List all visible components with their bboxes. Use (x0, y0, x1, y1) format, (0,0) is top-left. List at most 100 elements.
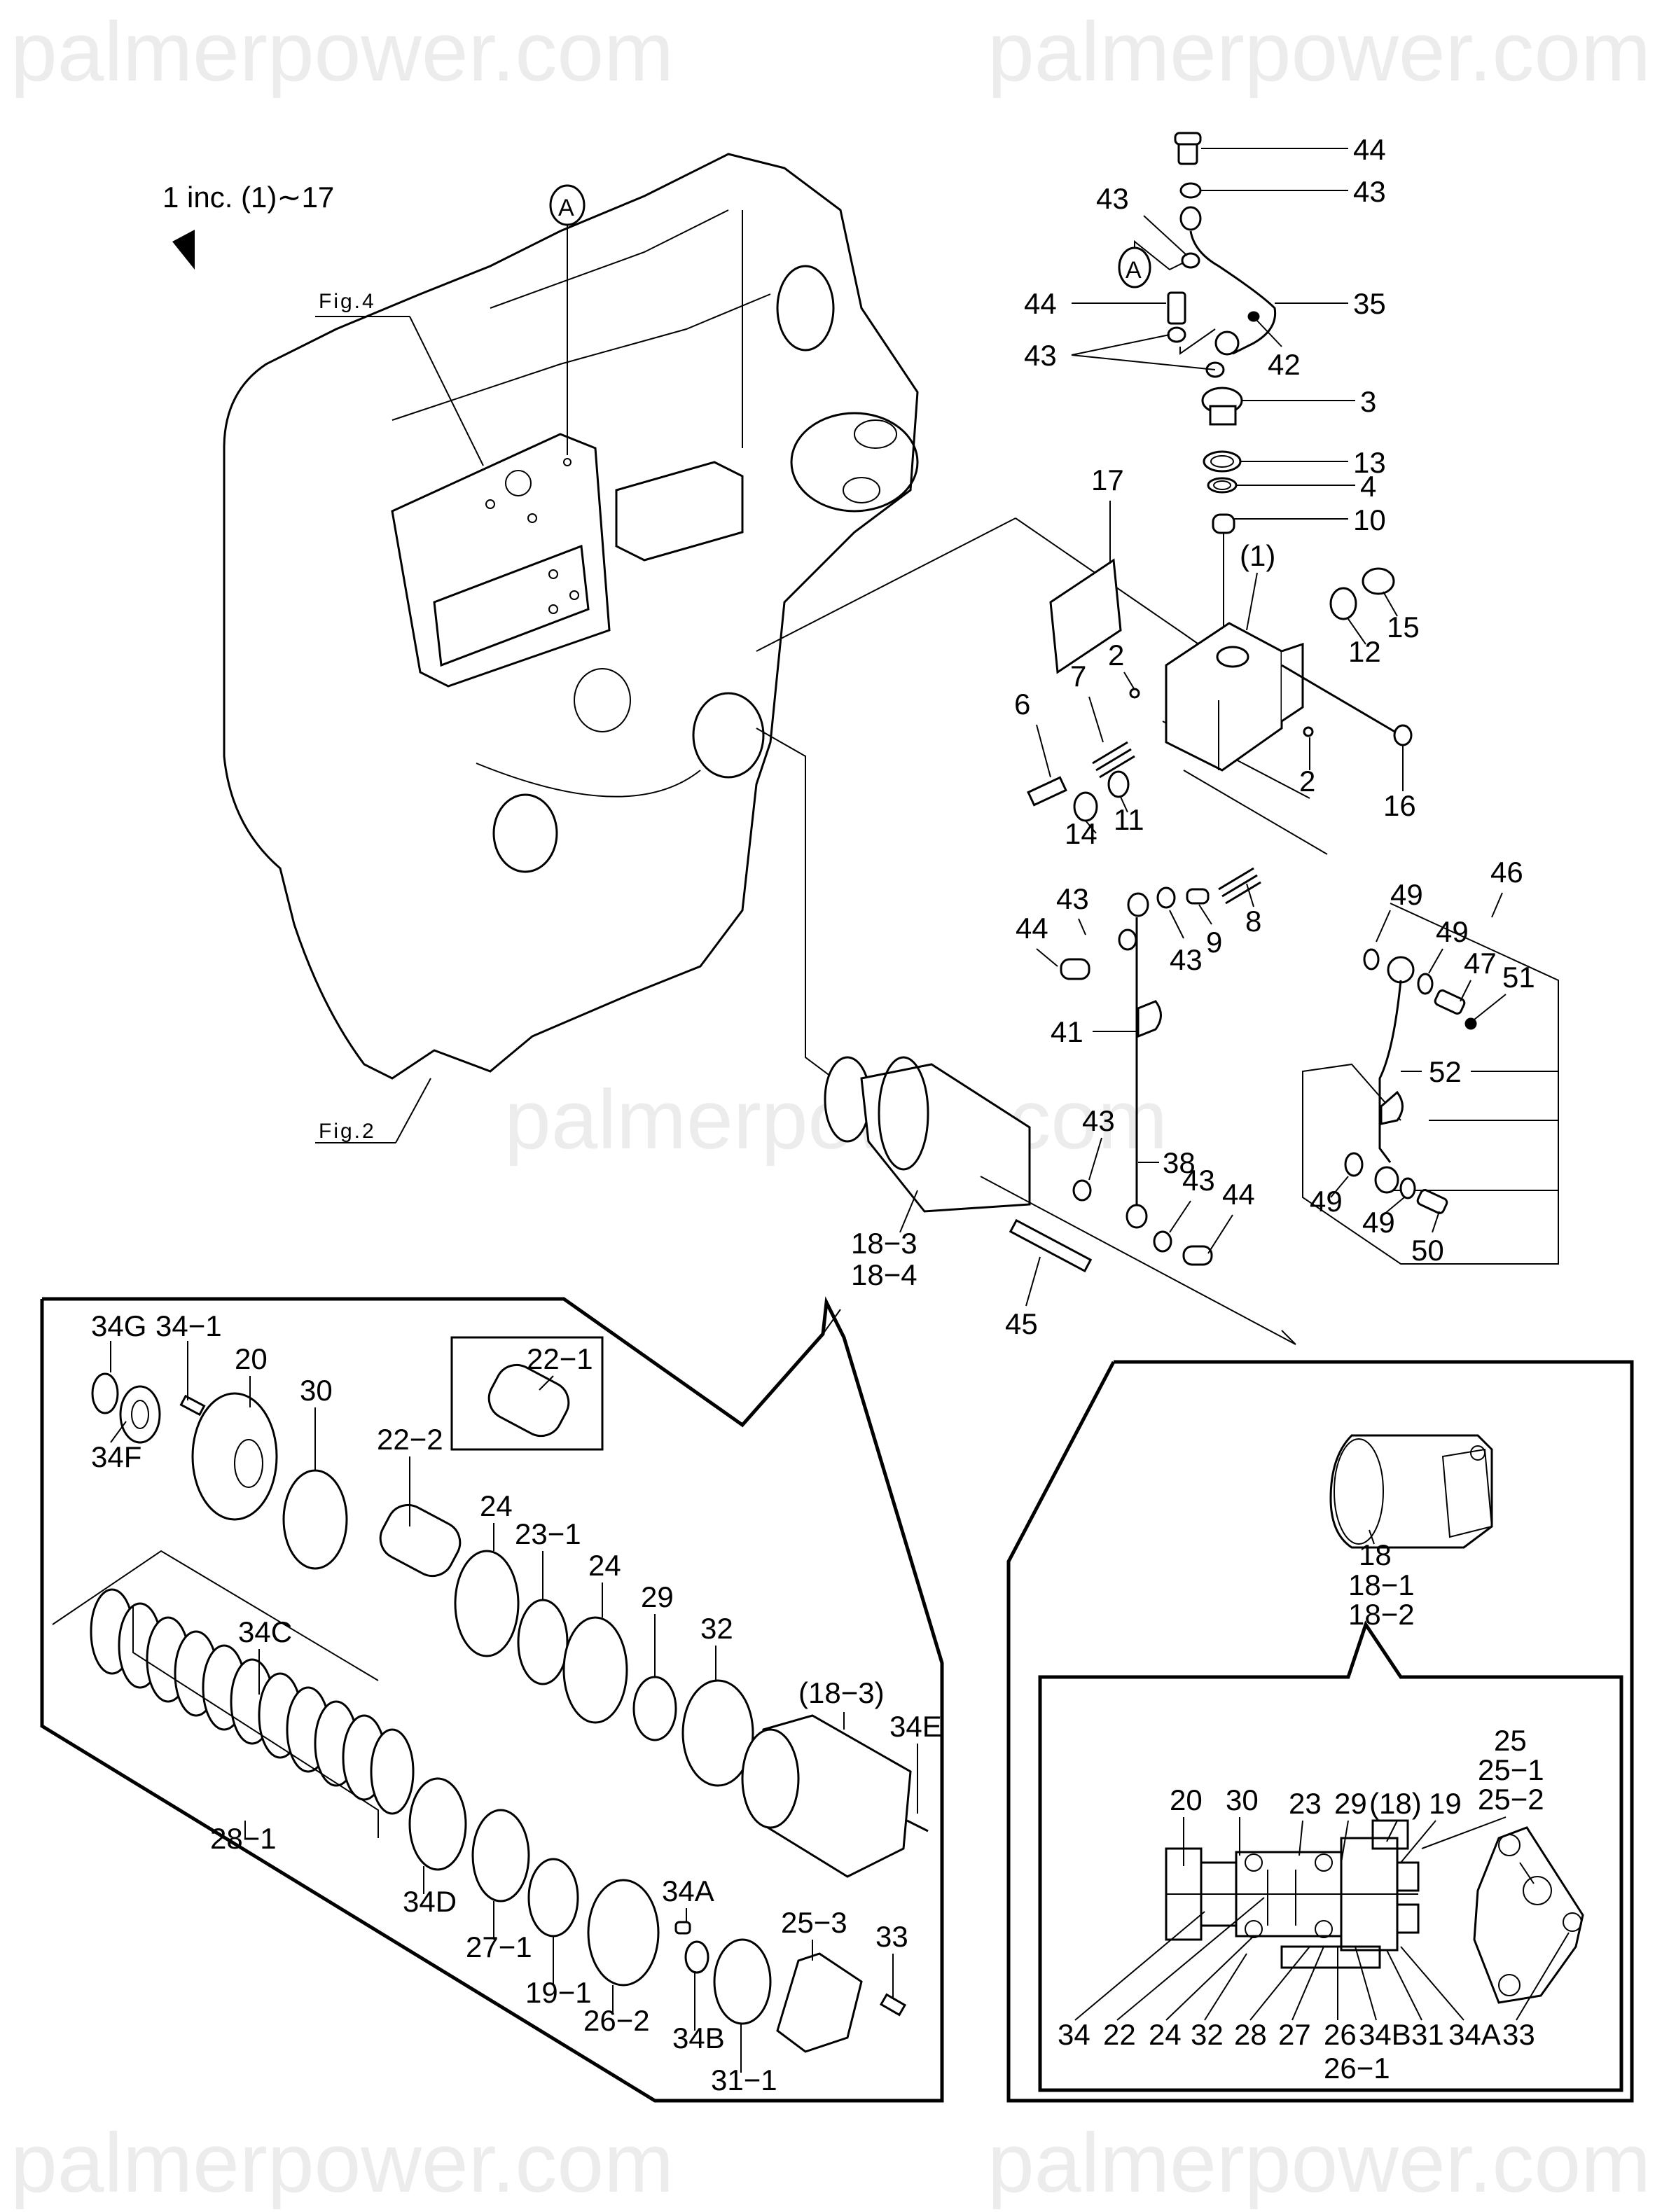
valve-block-assembly: A (1027, 132, 1413, 822)
part-shape (1129, 688, 1140, 699)
leader-line (1198, 904, 1212, 925)
leader-line (1386, 1949, 1422, 2021)
leader-line (906, 1819, 929, 1832)
part-shape (1167, 326, 1186, 343)
callout-22-2: 22−2 (377, 1423, 443, 1456)
leader-line (1291, 1946, 1324, 2021)
callout-1: (1) (1240, 539, 1275, 572)
watermark-bottom-right: palmerpower.com (988, 2116, 1651, 2210)
callout-33: 33 (1502, 2018, 1535, 2051)
leader-line (539, 1375, 554, 1391)
part-shape (843, 477, 880, 503)
leader-line (1078, 918, 1086, 935)
part-shape (1329, 1434, 1493, 1549)
part-shape (392, 293, 771, 421)
part-shape (1179, 206, 1202, 231)
callout-35: 35 (1353, 287, 1386, 320)
leader-line (1134, 239, 1191, 271)
part-shape (1387, 956, 1415, 984)
assembly-note: 1 inc. (1)∼17 (162, 181, 334, 214)
callout-34a: 34A (1448, 2018, 1501, 2051)
callout-7: 7 (1070, 660, 1086, 693)
callout-30: 30 (300, 1374, 333, 1407)
leader-line (1341, 1820, 1349, 1863)
leader-line (1400, 1820, 1436, 1863)
exploded-view-labels: 34G 34−1 20 30 34F 22−1 22−2 24 23−1 24 … (91, 1309, 942, 2096)
callout-22-1: 22−1 (527, 1342, 593, 1375)
part-shape (1473, 1826, 1584, 2004)
callout-label[interactable]: Fig.2 (319, 1120, 376, 1143)
part-shape (1393, 724, 1413, 746)
leader-line (1249, 1946, 1310, 2021)
fig-4-reference[interactable]: Fig.4 (315, 290, 484, 466)
leader-line (1376, 910, 1391, 942)
leader-line (822, 1309, 841, 1335)
callout-43: 43 (1096, 182, 1129, 215)
leader-line (52, 1550, 379, 1681)
fig-2-reference[interactable]: Fig.2 (315, 1078, 431, 1143)
callout-49: 49 (1390, 878, 1423, 911)
part-shape (776, 265, 835, 352)
leader-line (1355, 1946, 1377, 2021)
callout-29: 29 (641, 1580, 674, 1613)
part-shape (485, 499, 495, 509)
part-shape (587, 1879, 660, 1987)
callout-42: 42 (1268, 348, 1301, 381)
callout-24: 24 (588, 1549, 621, 1582)
part-shape (119, 1385, 161, 1444)
part-shape (548, 604, 558, 614)
callout-14: 14 (1065, 817, 1097, 850)
part-shape (131, 1400, 149, 1429)
leader-line (1281, 1330, 1296, 1345)
leader-line (1085, 820, 1097, 834)
part-shape (1212, 513, 1235, 534)
callout-25-1: 25−1 (1478, 1753, 1544, 1786)
leader-line (1165, 1935, 1254, 2021)
leader-line (1470, 994, 1507, 1023)
leader-line[interactable] (409, 316, 484, 466)
callout-15: 15 (1387, 611, 1420, 644)
part-shape (1213, 480, 1231, 490)
part-shape (1245, 1920, 1263, 1938)
part-shape (1315, 1920, 1333, 1938)
part-shape (1417, 973, 1434, 995)
watermark-bottom-left: palmerpower.com (11, 2116, 674, 2210)
callout-44: 44 (1222, 1178, 1255, 1211)
leader-line[interactable] (395, 1078, 431, 1143)
part-shape (1498, 1834, 1521, 1856)
part-shape (741, 1728, 800, 1829)
leader-line (1036, 724, 1051, 778)
callout-19-1: 19−1 (525, 1976, 592, 2009)
part-shape (879, 1993, 907, 2017)
callout-18: 18 (1359, 1538, 1392, 1571)
callout-34f: 34F (91, 1440, 141, 1473)
part-shape (1182, 1245, 1213, 1266)
leader-line (1383, 591, 1398, 617)
clutch-plate-stack (90, 1588, 415, 1815)
callout-26: 26 (1324, 2018, 1357, 2051)
hose-group-labels: 46 49 49 47 51 52 49 49 50 (1310, 856, 1558, 1267)
part-shape (1245, 1853, 1263, 1872)
callout-34b: 34B (1359, 2018, 1411, 2051)
part-shape (1118, 928, 1137, 951)
part-shape (1027, 776, 1067, 807)
callout-28: 28 (1234, 2018, 1267, 2051)
callout-34d: 34D (403, 1885, 457, 1918)
part-shape (1247, 311, 1260, 322)
part-shape (1378, 980, 1402, 1163)
part-shape (790, 412, 919, 513)
hose-group (1302, 903, 1559, 1265)
callout-43: 43 (1182, 1164, 1215, 1197)
part-shape (1165, 622, 1283, 772)
callout-34: 34 (1058, 2018, 1090, 2051)
part-shape (370, 1728, 415, 1815)
callout-34e: 34E (889, 1710, 942, 1743)
callout-23: 23 (1289, 1787, 1322, 1820)
part-shape (854, 419, 897, 449)
leader-line (1120, 796, 1128, 813)
leader-line (1421, 1816, 1507, 1849)
callout-label[interactable]: Fig.4 (319, 290, 376, 313)
part-shape (1189, 230, 1277, 355)
callout-23-1: 23−1 (515, 1517, 581, 1550)
part-shape (408, 1777, 467, 1871)
